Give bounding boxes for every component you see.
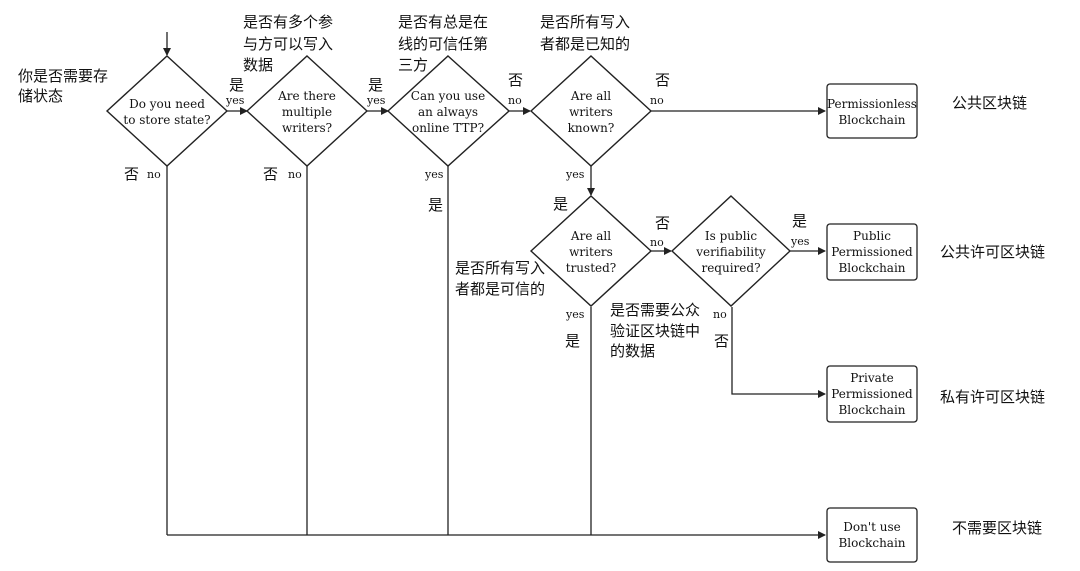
q1-store-state-diamond: Do you need to store state? <box>105 55 229 167</box>
q6-cn-line2: 验证区块链中 <box>610 322 700 340</box>
q2-text-line1: Are there <box>277 89 336 103</box>
q4-yes-label: yes <box>565 168 585 181</box>
q4-yes-cn: 是 <box>553 195 568 213</box>
r2-text-line3: Blockchain <box>838 261 905 275</box>
q4-text-line3: known? <box>568 121 615 135</box>
q2-yes-label: yes <box>366 94 386 107</box>
q5-no-label: no <box>650 236 664 249</box>
q6-no-arrow <box>731 307 826 398</box>
q1-cn-line1: 你是否需要存 <box>18 67 108 85</box>
q5-text-line1: Are all <box>570 229 611 243</box>
q2-cn-line3: 数据 <box>243 56 273 74</box>
q3-text-line1: Can you use <box>411 89 485 103</box>
r3-chinese-label: 私有许可区块链 <box>940 388 1045 406</box>
q4-cn-line2: 者都是已知的 <box>540 35 630 53</box>
q2-text-line3: writers? <box>282 121 332 135</box>
r2-text-line1: Public <box>853 229 891 243</box>
result-private-permissioned-blockchain: Private Permissioned Blockchain <box>826 365 918 423</box>
result-dont-use-blockchain: Don't use Blockchain <box>826 507 918 563</box>
q6-no-cn: 否 <box>714 332 729 350</box>
q2-no-label: no <box>288 168 302 181</box>
q3-cn-line1: 是否有总是在 <box>398 13 488 31</box>
q3-chinese-annotation: 是否有总是在 线的可信任第 三方 <box>398 13 488 74</box>
q5-text-line3: trusted? <box>566 261 616 275</box>
q2-no-cn: 否 <box>263 165 278 183</box>
r4-text-line1: Don't use <box>843 520 901 534</box>
q3-cn-line3: 三方 <box>398 56 428 74</box>
q6-text-line2: verifiability <box>695 245 766 259</box>
q1-yes-label: yes <box>225 94 245 107</box>
q1-text-line1: Do you need <box>129 97 205 111</box>
r3-text-line2: Permissioned <box>831 387 913 401</box>
q3-no-cn: 否 <box>508 71 523 89</box>
q3-yes-label: yes <box>424 168 444 181</box>
r3-text-line3: Blockchain <box>838 403 905 417</box>
q6-cn-line1: 是否需要公众 <box>610 301 700 319</box>
r3-text-line1: Private <box>850 371 894 385</box>
q1-no-label: no <box>147 168 161 181</box>
q5-text-line2: writers <box>569 245 613 259</box>
q6-cn-line3: 的数据 <box>610 342 655 360</box>
r1-text-line2: Blockchain <box>838 113 905 127</box>
q3-cn-line2: 线的可信任第 <box>398 35 488 53</box>
q6-text-line3: required? <box>701 261 760 275</box>
r4-chinese-label: 不需要区块链 <box>952 519 1042 537</box>
q2-yes-cn: 是 <box>368 76 383 94</box>
q2-multiple-writers-diamond: Are there multiple writers? <box>245 55 369 167</box>
q4-no-cn: 否 <box>655 71 670 89</box>
q4-writers-known-diamond: Are all writers known? <box>529 55 653 167</box>
q1-cn-line2: 储状态 <box>18 87 63 105</box>
r2-chinese-label: 公共许可区块链 <box>940 243 1045 261</box>
q4-no-label: no <box>650 94 664 107</box>
q4-text-line1: Are all <box>570 89 611 103</box>
r2-text-line2: Permissioned <box>831 245 913 259</box>
q1-text-line2: to store state? <box>123 113 210 127</box>
q5-no-cn: 否 <box>655 214 670 232</box>
result-permissionless-blockchain: Permissionless Blockchain <box>826 83 918 139</box>
q1-yes-cn: 是 <box>229 76 244 94</box>
q4-text-line2: writers <box>569 105 613 119</box>
r4-text-line2: Blockchain <box>838 536 905 550</box>
q6-text-line1: Is public <box>705 229 757 243</box>
q5-yes-label: yes <box>565 308 585 321</box>
q5-writers-trusted-diamond: Are all writers trusted? <box>529 195 653 307</box>
q2-text-line2: multiple <box>282 105 332 119</box>
q5-cn-line2: 者都是可信的 <box>455 280 545 298</box>
q6-yes-label: yes <box>790 235 810 248</box>
q5-chinese-annotation: 是否所有写入 者都是可信的 <box>455 259 545 298</box>
q2-cn-line2: 与方可以写入 <box>243 35 333 53</box>
q3-text-line3: online TTP? <box>412 121 484 135</box>
q4-cn-line1: 是否所有写入 <box>540 13 630 31</box>
result-public-permissioned-blockchain: Public Permissioned Blockchain <box>826 223 918 281</box>
r1-text-line1: Permissionless <box>827 97 917 111</box>
q6-public-verifiability-diamond: Is public verifiability required? <box>670 195 792 307</box>
q3-online-ttp-diamond: Can you use an always online TTP? <box>386 55 511 167</box>
q6-chinese-annotation: 是否需要公众 验证区块链中 的数据 <box>610 301 700 360</box>
q3-text-line2: an always <box>418 105 478 119</box>
q2-cn-line1: 是否有多个参 <box>243 13 333 31</box>
q3-yes-cn: 是 <box>428 196 443 214</box>
q6-no-label: no <box>713 308 727 321</box>
q1-chinese-annotation: 你是否需要存 储状态 <box>18 67 108 105</box>
q1-no-cn: 否 <box>124 165 139 183</box>
q5-yes-cn: 是 <box>565 332 580 350</box>
q5-cn-line1: 是否所有写入 <box>455 259 545 277</box>
q2-chinese-annotation: 是否有多个参 与方可以写入 数据 <box>243 13 333 74</box>
q6-yes-cn: 是 <box>792 212 807 230</box>
r1-chinese-label: 公共区块链 <box>952 94 1027 112</box>
q4-chinese-annotation: 是否所有写入 者都是已知的 <box>540 13 630 53</box>
q3-no-label: no <box>508 94 522 107</box>
